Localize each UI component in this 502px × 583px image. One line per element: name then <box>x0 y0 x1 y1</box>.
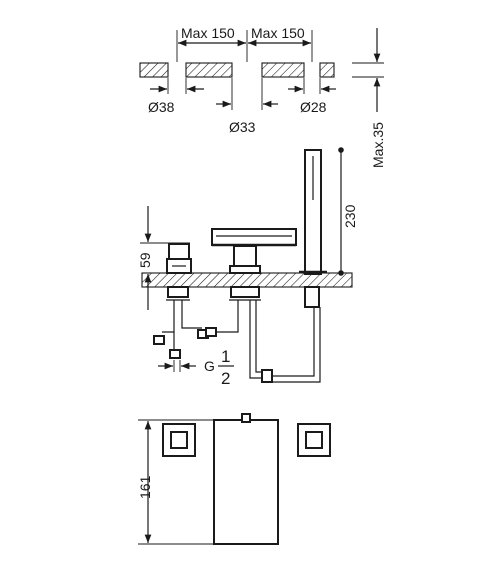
spout <box>211 228 297 274</box>
front-view <box>162 413 331 545</box>
hand-shower <box>299 149 327 275</box>
thread-g-label: G <box>204 358 215 374</box>
thread-dimension: G 1 2 <box>158 347 234 388</box>
handle-height-label: 59 <box>137 252 153 268</box>
thread-denominator: 2 <box>221 369 230 388</box>
deck-section <box>141 272 353 288</box>
thread-numerator: 1 <box>221 347 230 366</box>
spacing-dimension: Max 150 Max 150 <box>176 25 313 62</box>
handle-height-dimension: 59 <box>137 206 190 310</box>
left-handle <box>166 243 192 274</box>
spacing-right-label: Max 150 <box>251 25 305 41</box>
hole-diameter-dimensions: Ø38 Ø33 Ø28 <box>148 78 336 135</box>
under-deck-piping <box>153 286 321 383</box>
body-height-dimension: 161 <box>137 419 213 545</box>
body-height-label: 161 <box>137 475 153 499</box>
shower-height-label: 230 <box>342 204 358 228</box>
deck-thickness-dimension: Max.35 <box>352 28 386 168</box>
shower-height-dimension: 230 <box>338 147 358 276</box>
deck-max-label: Max.35 <box>370 122 386 168</box>
deck-top-view <box>139 62 335 78</box>
hole-right-label: Ø28 <box>300 99 327 115</box>
hole-left-label: Ø38 <box>148 99 175 115</box>
spacing-left-label: Max 150 <box>181 25 235 41</box>
hole-center-label: Ø33 <box>229 119 256 135</box>
